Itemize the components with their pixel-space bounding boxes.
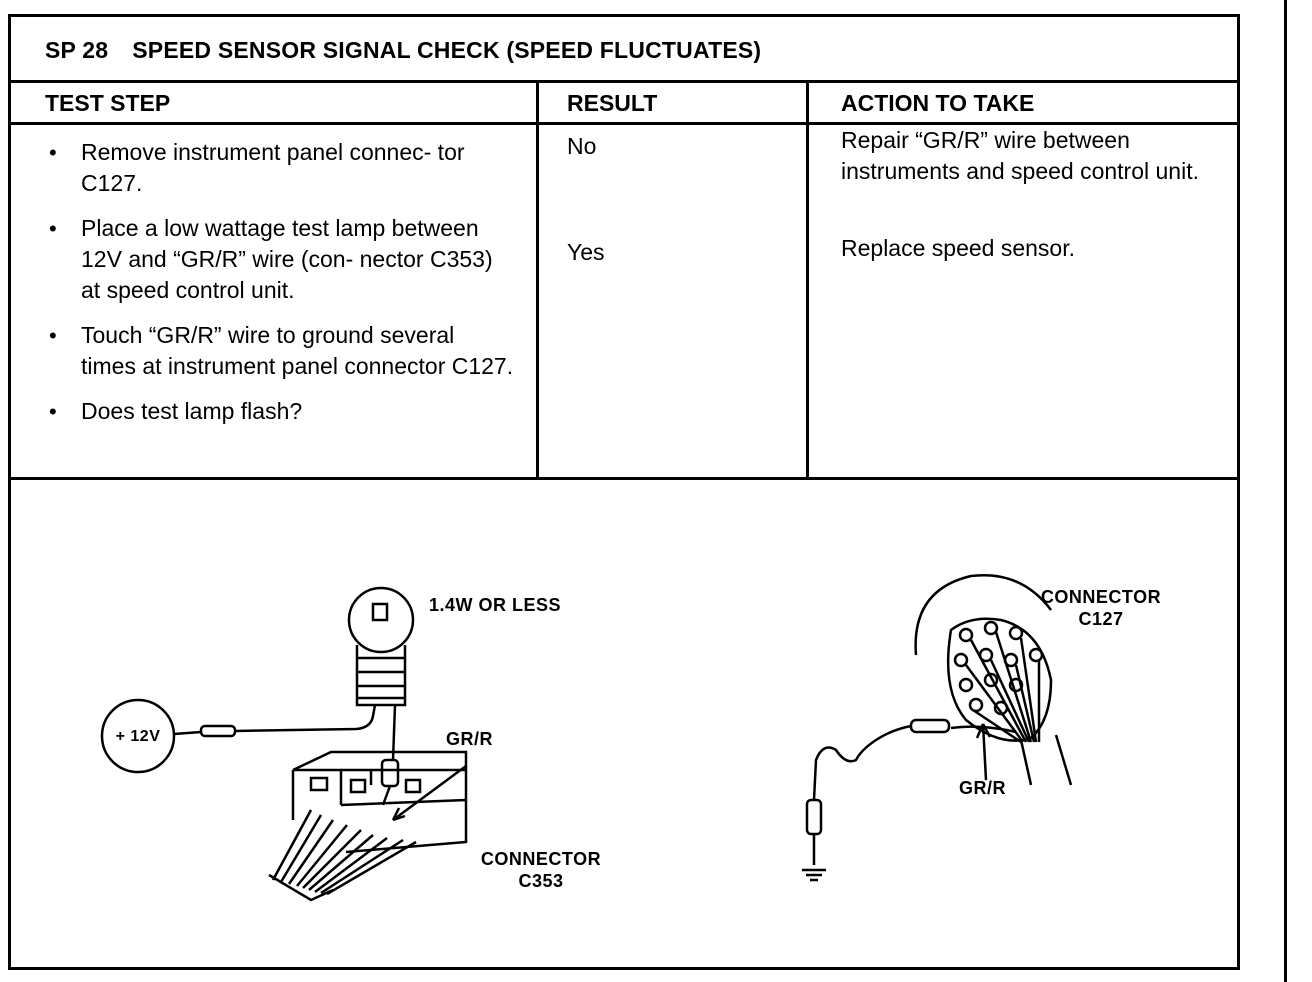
wire-label-right: GR/R: [959, 778, 1006, 798]
power-source-circle: [100, 698, 176, 774]
wiring-diagram: 1.4W OR LESS + 12V GR/R CONNECTOR C353 C…: [11, 480, 1237, 967]
connector-c353-label-line1: CONNECTOR: [480, 849, 602, 869]
connector-c127-label-line2: C127: [1078, 609, 1124, 629]
procedure-sheet: SP 28 SPEED SENSOR SIGNAL CHECK (SPEED FL…: [8, 14, 1240, 970]
lamp-label: 1.4W OR LESS: [429, 595, 562, 615]
action-yes: Replace speed sensor.: [841, 235, 1075, 261]
result-yes: Yes: [567, 239, 605, 265]
page-edge-line: [1284, 0, 1287, 982]
connector-c353-body: [292, 750, 468, 854]
test-step-item: Place a low wattage test lamp between 12…: [45, 213, 515, 306]
lamp-filament: [371, 602, 389, 622]
action-no: Repair “GR/R” wire between instruments a…: [841, 127, 1199, 184]
test-step-item: Touch “GR/R” wire to ground several time…: [45, 320, 515, 382]
header-test-step: TEST STEP: [45, 90, 171, 116]
test-step-item: Does test lamp flash?: [45, 396, 515, 427]
connector-c127-shell: [914, 574, 1052, 656]
connector-c127-label: CONNECTOR C127: [1031, 586, 1171, 630]
source-label: + 12V: [115, 728, 161, 745]
column-divider: [806, 83, 809, 479]
test-step-item: Remove instrument panel connec- tor C127…: [45, 137, 515, 199]
procedure-code: SP 28: [45, 37, 109, 63]
table-bottom-rule: [11, 477, 1237, 480]
header-result: RESULT: [567, 90, 658, 116]
column-divider: [536, 83, 539, 479]
diagram-illustration: [100, 574, 1073, 902]
procedure-title: SPEED SENSOR SIGNAL CHECK (SPEED FLUCTUA…: [132, 37, 762, 63]
connector-c127-label-line1: CONNECTOR: [1040, 587, 1162, 607]
ground-probe: [805, 798, 823, 836]
connector-c353-label: CONNECTOR C353: [471, 848, 611, 892]
probe-tip: [380, 758, 400, 788]
test-step-list: Remove instrument panel connec- tor C127…: [45, 137, 515, 441]
header-action: ACTION TO TAKE: [841, 90, 1035, 116]
wire-label-left: GR/R: [446, 729, 493, 749]
page-title: SP 28 SPEED SENSOR SIGNAL CHECK (SPEED FL…: [11, 17, 1237, 83]
table-header-row: TEST STEP RESULT ACTION TO TAKE: [11, 83, 1237, 125]
ground-icon: [802, 868, 826, 882]
result-no: No: [567, 133, 597, 159]
connector-c353-label-line2: C353: [518, 871, 564, 891]
test-lamp-bulb: [347, 586, 415, 654]
wire-terminal: [199, 724, 237, 738]
